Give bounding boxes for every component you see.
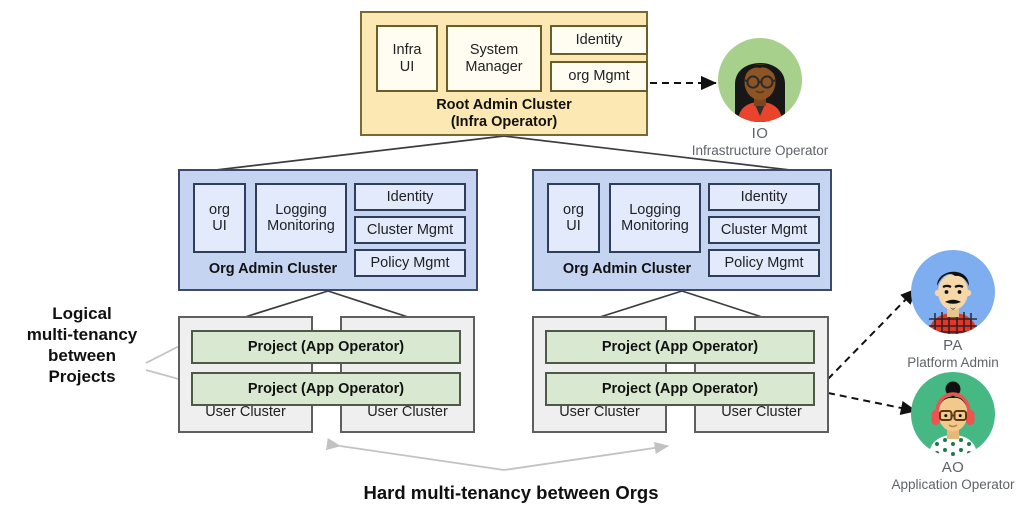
persona-ao-initials: AO <box>941 459 965 476</box>
project-right-1[interactable]: Project (App Operator) <box>545 330 815 364</box>
persona-ao[interactable]: AO Application Operator <box>883 372 1022 492</box>
module-policy-mgmt[interactable]: Policy Mgmt <box>708 249 820 277</box>
module-label: org Mgmt <box>568 68 630 85</box>
persona-pa-initials: PA <box>943 337 963 354</box>
avatar-io-icon <box>718 38 802 122</box>
avatar-ao-icon <box>911 372 995 456</box>
module-identity[interactable]: Identity <box>550 25 648 55</box>
persona-io-role: Infrastructure Operator <box>691 143 829 158</box>
user-cluster-label: User Cluster <box>367 404 448 420</box>
root-cluster-title: Root Admin Cluster (Infra Operator) <box>362 97 646 132</box>
tree-connectors-org-right <box>599 290 763 318</box>
user-cluster-label: User Cluster <box>205 404 286 420</box>
project-label: Project (App Operator) <box>601 338 759 355</box>
module-identity[interactable]: Identity <box>354 183 466 211</box>
module-cluster-mgmt[interactable]: Cluster Mgmt <box>354 216 466 244</box>
module-org-mgmt[interactable]: org Mgmt <box>550 61 648 92</box>
persona-io-initials: IO <box>751 125 769 142</box>
persona-pa[interactable]: PA Platform Admin <box>883 250 1022 370</box>
org-cluster-left-title: Org Admin Cluster <box>208 261 338 277</box>
project-label: Project (App Operator) <box>247 380 405 397</box>
persona-io[interactable]: IO Infrastructure Operator <box>690 38 830 158</box>
grey-arrow-hard-multitenancy <box>325 438 670 471</box>
project-left-2[interactable]: Project (App Operator) <box>191 372 461 406</box>
module-label: Cluster Mgmt <box>366 221 454 238</box>
hard-multitenancy-label: Hard multi-tenancy between Orgs <box>363 482 659 503</box>
module-label: Cluster Mgmt <box>720 221 808 238</box>
project-right-2[interactable]: Project (App Operator) <box>545 372 815 406</box>
module-label: Policy Mgmt <box>724 254 804 271</box>
persona-pa-role: Platform Admin <box>907 355 999 370</box>
org-cluster-right-title: Org Admin Cluster <box>562 261 692 277</box>
module-label: Identity <box>575 31 623 48</box>
avatar-ao <box>911 372 995 456</box>
project-label: Project (App Operator) <box>601 380 759 397</box>
avatar-pa-icon <box>911 250 995 334</box>
user-cluster-label: User Cluster <box>559 404 640 420</box>
module-label: Identity <box>386 188 434 205</box>
project-left-1[interactable]: Project (App Operator) <box>191 330 461 364</box>
module-cluster-mgmt[interactable]: Cluster Mgmt <box>708 216 820 244</box>
persona-ao-role: Application Operator <box>891 477 1015 492</box>
module-label: Identity <box>740 188 788 205</box>
avatar-pa <box>911 250 995 334</box>
root-cluster-title-line2: (Infra Operator) <box>450 114 558 131</box>
module-policy-mgmt[interactable]: Policy Mgmt <box>354 249 466 277</box>
avatar-io <box>718 38 802 122</box>
module-identity[interactable]: Identity <box>708 183 820 211</box>
module-label: Policy Mgmt <box>370 254 450 271</box>
project-label: Project (App Operator) <box>247 338 405 355</box>
user-cluster-label: User Cluster <box>721 404 802 420</box>
root-cluster-title-line1: Root Admin Cluster <box>436 97 572 113</box>
tree-connectors-org-left <box>244 290 409 318</box>
